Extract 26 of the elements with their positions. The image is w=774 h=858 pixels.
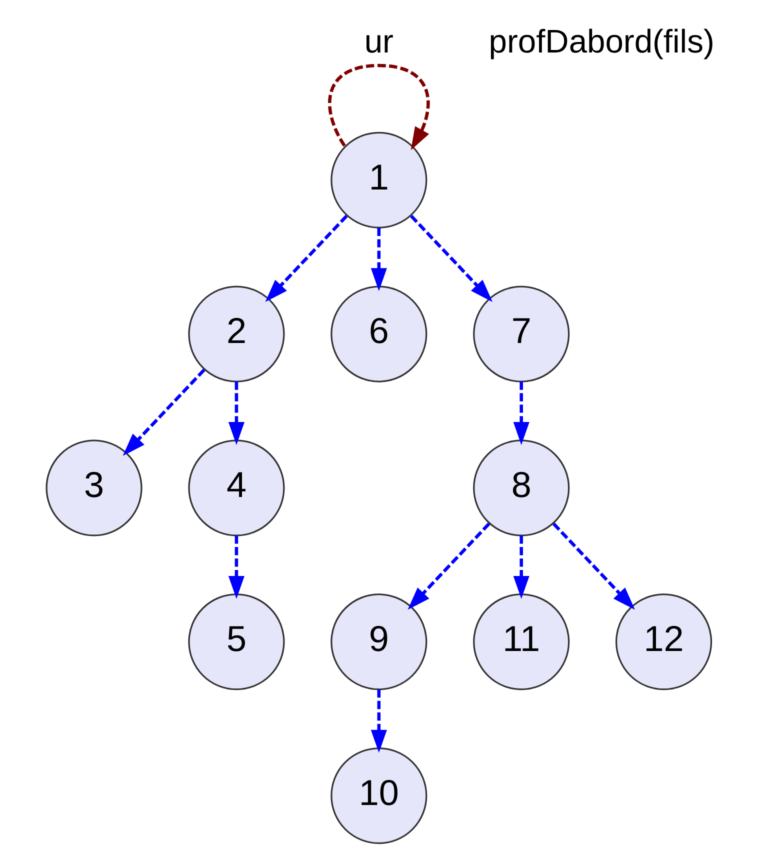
- node-circle: 2: [188, 286, 284, 382]
- node-circle: 1: [330, 132, 427, 228]
- arrow: [370, 689, 386, 753]
- arrow: [410, 214, 492, 302]
- arrow: [512, 382, 529, 445]
- node-circle: 8: [472, 440, 570, 536]
- node-circle: 6: [330, 286, 427, 382]
- arrow: [512, 536, 529, 599]
- node-circle: 7: [472, 286, 570, 382]
- label: ur: [364, 22, 393, 60]
- arrow: [264, 214, 348, 302]
- node-circle: 3: [45, 440, 142, 536]
- node-circle: 12: [614, 594, 712, 690]
- arrow: [407, 522, 490, 610]
- node-circle: 11: [472, 594, 570, 690]
- arrow: [228, 536, 244, 599]
- node-circle: 4: [188, 440, 284, 536]
- arrow: [228, 382, 244, 445]
- node-circle: 5: [188, 594, 284, 690]
- arrow: [370, 228, 386, 292]
- arrow: [122, 368, 205, 456]
- label: profDabord(fils): [488, 22, 714, 60]
- arrow: [552, 522, 634, 610]
- arrow: [328, 64, 430, 150]
- node-circle: 10: [330, 747, 427, 844]
- node-circle: 9: [330, 594, 427, 690]
